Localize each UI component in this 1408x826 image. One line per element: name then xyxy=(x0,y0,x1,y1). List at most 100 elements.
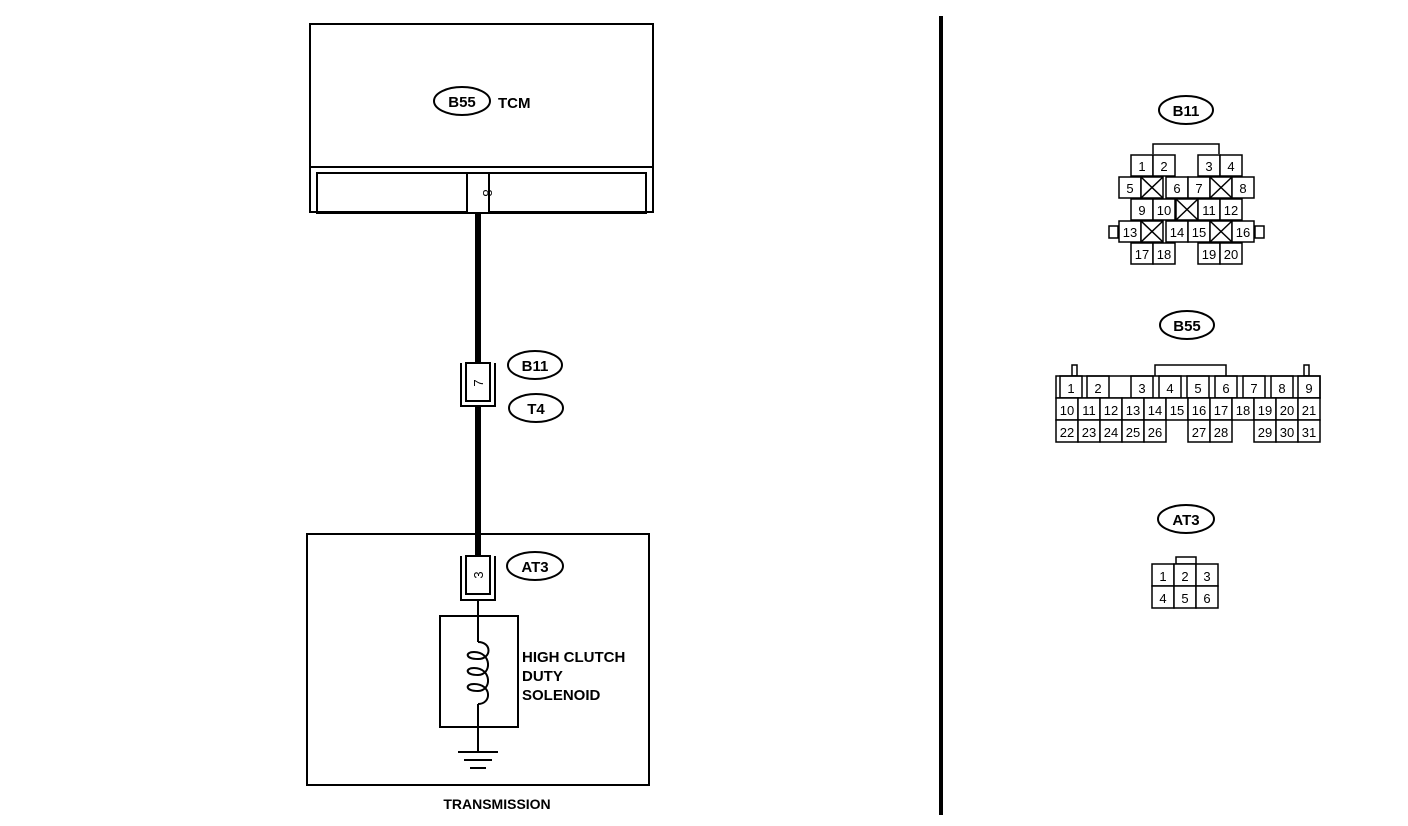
b11-badge xyxy=(507,350,563,380)
pin-cell xyxy=(1209,419,1233,443)
pin-cell xyxy=(1152,198,1176,221)
b55-pin: 19 xyxy=(1258,403,1272,418)
at3-pin: 6 xyxy=(1203,591,1210,606)
b55-pin: 25 xyxy=(1126,425,1140,440)
b55-pin: 17 xyxy=(1214,403,1228,418)
at3-pin: 5 xyxy=(1181,591,1188,606)
transmission-label: TRANSMISSION xyxy=(443,796,550,812)
pin-cell xyxy=(1231,220,1255,243)
cross-mark xyxy=(1209,220,1233,243)
b11-view-label: B11 xyxy=(1173,103,1200,120)
tcm-connector-badge xyxy=(433,86,491,116)
pin-cell xyxy=(1219,242,1243,265)
tcm-pin-number: 8 xyxy=(480,189,495,196)
b55-pin: 21 xyxy=(1302,403,1316,418)
at3-pin: 2 xyxy=(1181,569,1188,584)
b11-pin: 8 xyxy=(1239,181,1246,196)
b55-pin: 26 xyxy=(1148,425,1162,440)
coil-icon xyxy=(466,641,490,705)
joint-pin-number: 7 xyxy=(471,379,486,386)
b11-pin: 14 xyxy=(1170,225,1184,240)
b55-pin: 5 xyxy=(1194,381,1201,396)
solenoid-label-line1: HIGH CLUTCH xyxy=(522,649,625,666)
b55-pin: 24 xyxy=(1104,425,1118,440)
tcm-connector-label: B55 xyxy=(448,94,476,111)
b55-pin: 14 xyxy=(1148,403,1162,418)
b11-pin: 16 xyxy=(1236,225,1250,240)
b55-pin: 8 xyxy=(1278,381,1285,396)
pin-cell xyxy=(1219,198,1243,221)
at3-pin-number: 3 xyxy=(471,571,486,578)
t4-badge xyxy=(508,393,564,423)
b11-pin: 2 xyxy=(1160,159,1167,174)
b55-pin: 3 xyxy=(1138,381,1145,396)
cross-mark xyxy=(1209,176,1233,199)
b55-pin: 2 xyxy=(1094,381,1101,396)
b11-pin: 13 xyxy=(1123,225,1137,240)
pin-cell xyxy=(1152,242,1176,265)
b55-pin: 27 xyxy=(1192,425,1206,440)
pin-cell xyxy=(1297,419,1321,443)
b55-pin: 12 xyxy=(1104,403,1118,418)
at3-pin: 4 xyxy=(1159,591,1166,606)
b11-pin: 20 xyxy=(1224,247,1238,262)
pin-cell xyxy=(1152,154,1176,177)
pin-cell xyxy=(1231,176,1255,199)
at3-label: AT3 xyxy=(521,559,548,576)
pin-cell xyxy=(1143,419,1167,443)
b55-pin: 9 xyxy=(1305,381,1312,396)
b55-pin: 11 xyxy=(1082,403,1096,418)
cross-mark xyxy=(1140,176,1164,199)
b11-pin: 7 xyxy=(1195,181,1202,196)
tcm-unit: B55 TCM 8 xyxy=(309,23,654,214)
b11-label: B11 xyxy=(522,358,549,375)
at3-pin: 3 xyxy=(1203,569,1210,584)
tcm-label: TCM xyxy=(498,95,531,112)
b55-pin: 20 xyxy=(1280,403,1294,418)
b11-pin: 4 xyxy=(1227,159,1234,174)
b55-pin: 31 xyxy=(1302,425,1316,440)
b11-pin: 5 xyxy=(1126,181,1133,196)
transmission-unit: TRANSMISSION 3 AT3 HIGH CLUTCH DUTY SOLE… xyxy=(306,533,650,812)
b55-pin: 30 xyxy=(1280,425,1294,440)
b55-pin: 6 xyxy=(1222,381,1229,396)
b11-pin: 15 xyxy=(1192,225,1206,240)
b11-pin: 10 xyxy=(1157,203,1171,218)
at3-badge xyxy=(506,551,564,581)
b11-pin: 12 xyxy=(1224,203,1238,218)
b55-view-label: B55 xyxy=(1173,318,1201,335)
cross-mark xyxy=(1175,198,1199,221)
pin-cell xyxy=(1195,585,1219,609)
b11-pin: 19 xyxy=(1202,247,1216,262)
b11-pin: 3 xyxy=(1205,159,1212,174)
b55-pin: 1 xyxy=(1067,381,1074,396)
ground-icon xyxy=(458,751,498,769)
b11-pin: 1 xyxy=(1138,159,1145,174)
b55-pin: 29 xyxy=(1258,425,1272,440)
b55-pin: 16 xyxy=(1192,403,1206,418)
solenoid-label-line3: SOLENOID xyxy=(522,687,601,704)
b55-pin: 15 xyxy=(1170,403,1184,418)
b11-pin: 11 xyxy=(1202,203,1216,218)
b11-pin: 17 xyxy=(1135,247,1149,262)
b55-pin: 10 xyxy=(1060,403,1074,418)
b55-pin: 28 xyxy=(1214,425,1228,440)
b11-pin: 9 xyxy=(1138,203,1145,218)
pin-cell xyxy=(1219,154,1243,177)
at3-pin: 1 xyxy=(1159,569,1166,584)
b11-pin: 6 xyxy=(1173,181,1180,196)
t4-label: T4 xyxy=(527,401,545,418)
b55-pin: 23 xyxy=(1082,425,1096,440)
b55-pin: 18 xyxy=(1236,403,1250,418)
b55-pin: 7 xyxy=(1250,381,1257,396)
b55-pin: 22 xyxy=(1060,425,1074,440)
b11-pin: 18 xyxy=(1157,247,1171,262)
joint-connector: 7 B11 T4 xyxy=(460,350,564,423)
at3-view-label: AT3 xyxy=(1172,512,1199,529)
b55-pin: 13 xyxy=(1126,403,1140,418)
cross-mark xyxy=(1140,220,1164,243)
